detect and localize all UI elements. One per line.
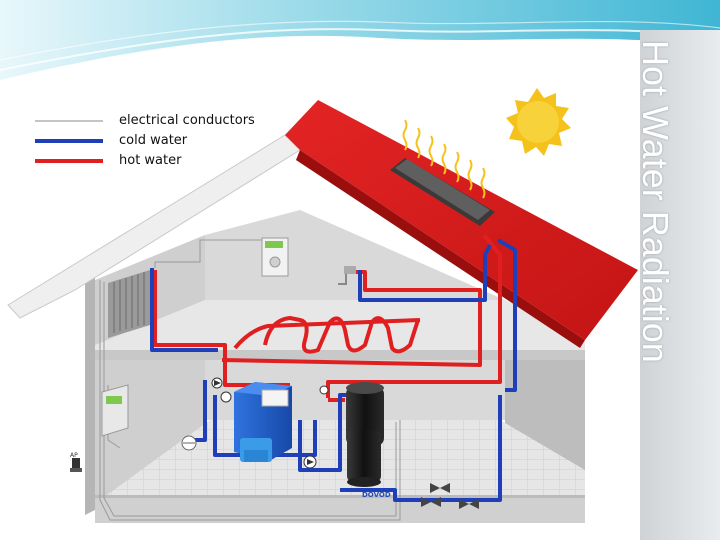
boiler xyxy=(234,382,292,462)
legend-label-hot: hot water xyxy=(119,153,182,168)
pump-icon xyxy=(181,377,329,469)
roof xyxy=(7,100,638,348)
legend-label-electrical: electrical conductors xyxy=(119,113,255,128)
header-banner xyxy=(0,0,720,80)
sun-icon xyxy=(506,88,571,156)
side-band xyxy=(640,30,720,540)
legend-label-cold: cold water xyxy=(119,133,188,148)
thermostat-icon xyxy=(261,237,289,277)
dovod-label: DOVOD xyxy=(362,491,391,499)
storage-tank xyxy=(346,382,384,487)
valve-icon xyxy=(421,483,479,509)
wall-radiator xyxy=(108,270,150,338)
slide-title: Hot Water Radiation xyxy=(635,40,676,363)
legend-swatches xyxy=(35,120,103,163)
ap-label: AP xyxy=(70,452,78,459)
faucet-icon xyxy=(338,266,356,285)
control-panel xyxy=(101,384,129,437)
solar-collector xyxy=(390,119,495,226)
outdoor-unit-icon xyxy=(70,458,82,472)
hot-water-pipes xyxy=(153,233,502,402)
